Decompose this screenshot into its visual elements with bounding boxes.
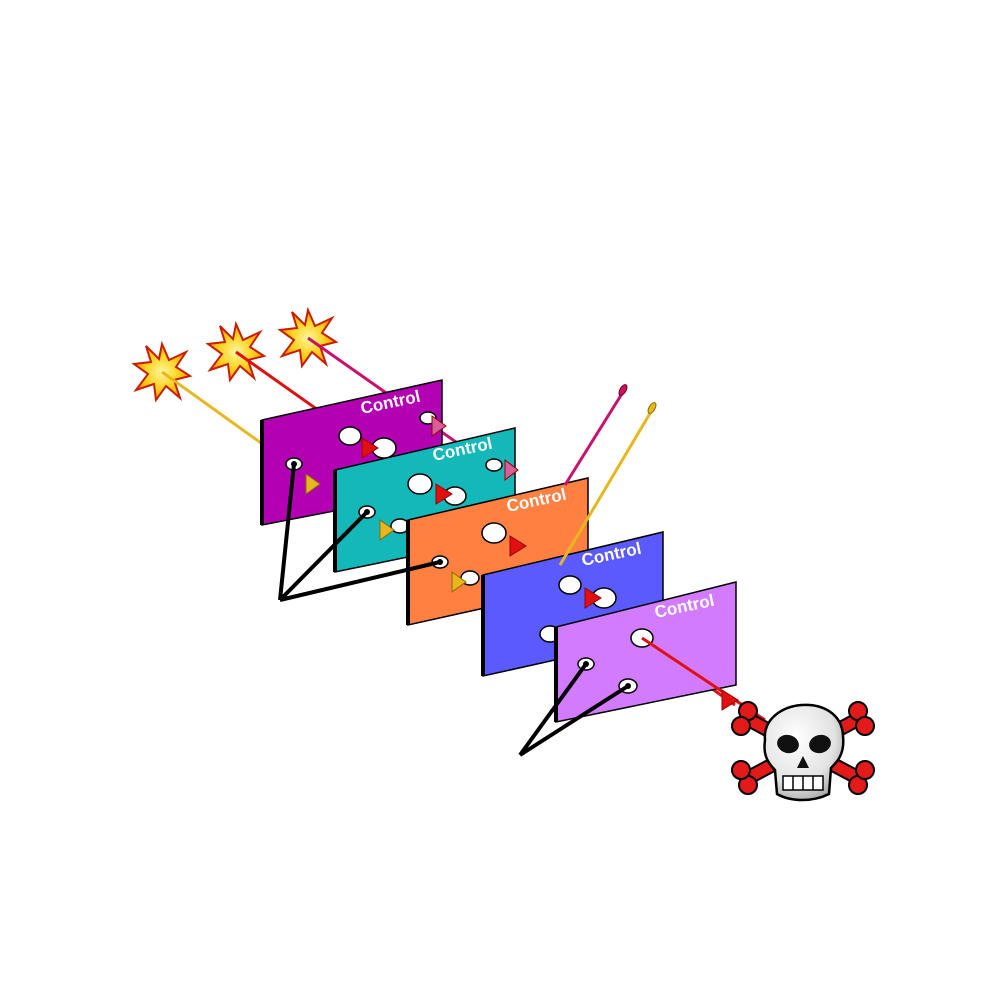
trajectory-arrowhead [435, 483, 453, 505]
trajectory-arrowhead [379, 519, 395, 541]
deflected-trajectory [558, 409, 654, 566]
layer-hole [338, 426, 362, 446]
trajectory-arrowhead [721, 689, 739, 711]
layer-hole [558, 575, 582, 595]
layer-hole [481, 522, 507, 544]
skull-and-crossbones-icon [731, 701, 875, 802]
latent-condition-connector [518, 661, 631, 757]
latent-condition-connector [278, 461, 443, 602]
trajectory-arrowhead [431, 415, 447, 437]
layer-hole [485, 458, 503, 472]
trajectory-arrowhead [361, 437, 379, 459]
deflected-trajectory [563, 391, 625, 486]
layer-hole [407, 473, 433, 495]
trajectory-arrowhead [509, 535, 527, 557]
trajectory-arrowhead [584, 587, 602, 609]
trajectory-arrowhead [305, 473, 321, 495]
trajectory-arrowhead [451, 571, 467, 593]
trajectory-tip [618, 384, 628, 396]
trajectory-tip [647, 402, 657, 414]
trajectory-arrowhead [504, 458, 519, 482]
